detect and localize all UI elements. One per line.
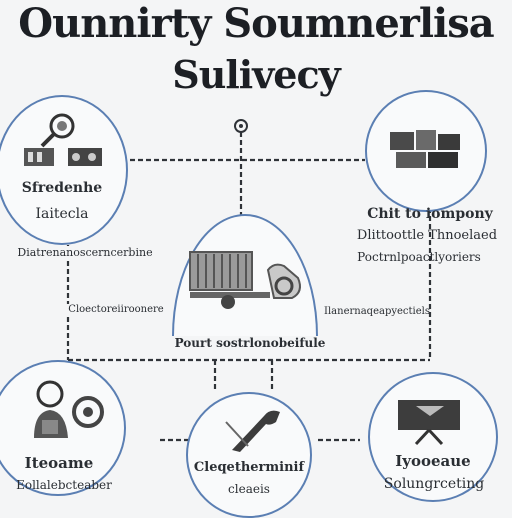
node-bottom-left-title: Iteoame: [24, 454, 94, 472]
node-center-caption: Pourt sostrlonobeifule: [174, 336, 326, 350]
tool-icon: [225, 410, 280, 452]
node-top-right-title: Chit to iompony: [367, 206, 493, 222]
node-bottom-center[interactable]: [186, 392, 312, 518]
node-top-right-subtitle: Dlittoottle Thnoelaed: [356, 228, 498, 243]
right-lower-label: Ilanernaqeapyectiels: [324, 306, 430, 317]
node-top-left-subtitle: Iaitecla: [35, 206, 89, 222]
diagram-subtitle: Sulivecy: [172, 52, 340, 97]
node-bottom-center-title: Cleqetherminif: [193, 460, 305, 475]
node-top-left-title: Sfredenhe: [21, 180, 103, 196]
magnifier-gears-icon: [24, 113, 102, 166]
right-row-label: Poctrnlpoactlyoriers: [357, 250, 481, 264]
monitor-stand-icon: [398, 400, 460, 446]
node-bottom-center-subtitle: cleaeis: [228, 482, 270, 496]
worker-gear-icon: [34, 380, 104, 438]
node-bottom-left-subtitle: Eollalebcteaber: [16, 478, 112, 492]
node-bottom-right[interactable]: [368, 372, 498, 502]
truck-icon: [189, 251, 301, 309]
left-lower-label: Cloectoreiiroonere: [62, 304, 170, 315]
node-bottom-right-subtitle: Solungrceting: [383, 476, 485, 492]
node-top-right[interactable]: [365, 90, 487, 212]
node-bottom-right-title: Iyooeaue: [395, 452, 471, 470]
diagram-title: Ounnirty Soumnerlisa: [18, 0, 494, 47]
boxes-icon: [390, 130, 460, 168]
node-top-left[interactable]: [0, 95, 128, 245]
pin-icon: [234, 119, 248, 133]
left-row-label: Diatrenanoscerncerbine: [0, 246, 170, 259]
